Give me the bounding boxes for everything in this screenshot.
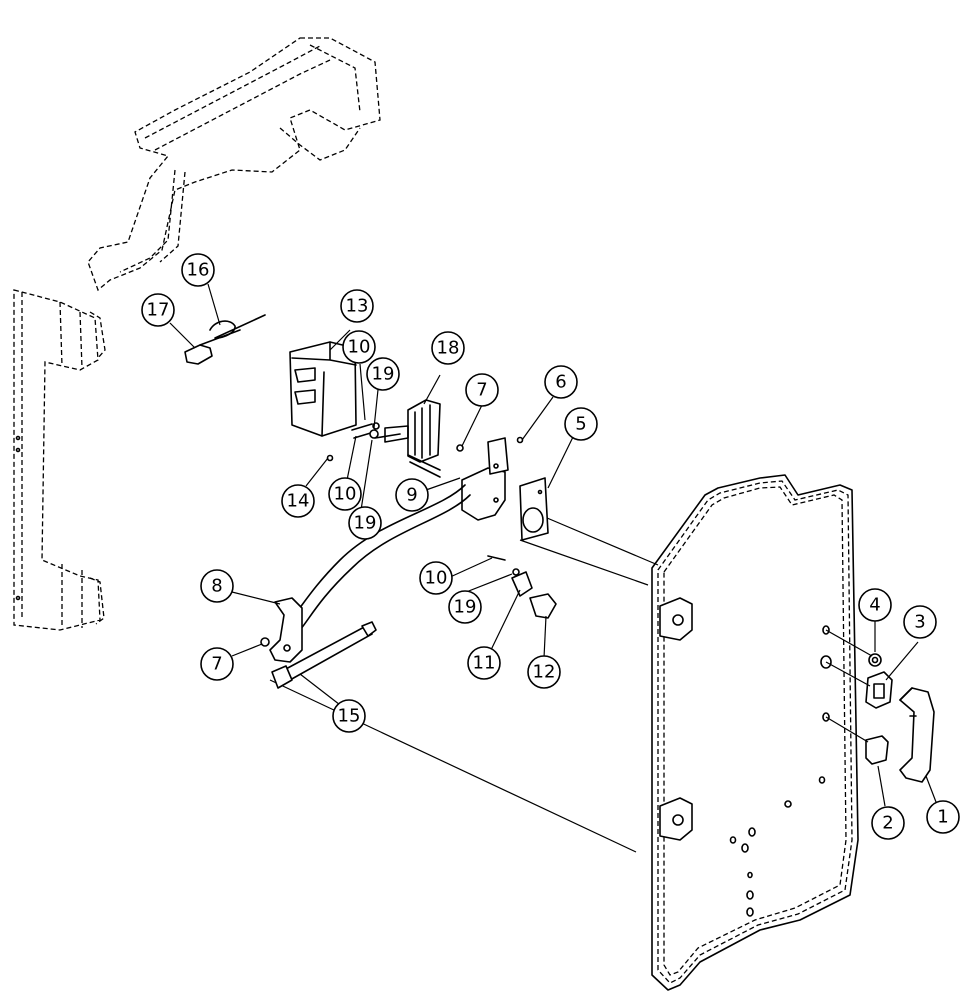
callout-8-label: 8 xyxy=(211,576,222,597)
cab-frame-left xyxy=(13,289,106,631)
callout-7-top-label: 7 xyxy=(476,380,487,401)
callout-9-label: 9 xyxy=(406,485,417,506)
handle-gasket-lower xyxy=(865,735,889,765)
nut-small xyxy=(326,454,334,462)
callout-12-label: 12 xyxy=(533,662,556,683)
callout-15-label: 15 xyxy=(338,706,361,727)
callout-11-label: 11 xyxy=(473,653,496,674)
callout-18: 18 xyxy=(431,331,465,365)
handle-gasket-upper xyxy=(865,671,893,709)
callout-19-mid: 19 xyxy=(348,506,382,540)
callout-17-label: 17 xyxy=(147,300,170,321)
callout-2: 2 xyxy=(871,806,905,840)
washer-lower xyxy=(512,568,520,576)
callout-14-label: 14 xyxy=(287,491,310,512)
callout-5: 5 xyxy=(564,407,598,441)
nut-lever xyxy=(260,637,270,647)
inside-handle-knob xyxy=(529,593,557,619)
latch-mechanism xyxy=(374,399,441,463)
callout-5-label: 5 xyxy=(575,414,586,435)
pin xyxy=(407,454,441,478)
latch-bracket xyxy=(461,437,509,521)
callout-10-low: 10 xyxy=(419,561,453,595)
door-hinge-lower xyxy=(659,797,693,841)
bolt-head xyxy=(456,444,464,452)
callout-19-top: 19 xyxy=(366,357,400,391)
callout-16: 16 xyxy=(181,253,215,287)
callout-2-label: 2 xyxy=(882,813,893,834)
fasteners xyxy=(260,422,524,647)
callout-3: 3 xyxy=(903,605,937,639)
callout-3-label: 3 xyxy=(914,612,925,633)
callout-7-top: 7 xyxy=(465,373,499,407)
callout-8: 8 xyxy=(200,569,234,603)
door-panel xyxy=(651,474,859,991)
callout-1: 1 xyxy=(926,800,960,834)
latch-rod xyxy=(289,484,471,631)
callout-10-top: 10 xyxy=(342,330,376,364)
door-handle xyxy=(899,687,935,783)
callout-11: 11 xyxy=(467,646,501,680)
callout-10-mid: 10 xyxy=(328,477,362,511)
callout-18-label: 18 xyxy=(437,338,460,359)
callout-7-bottom: 7 xyxy=(200,647,234,681)
callout-4: 4 xyxy=(858,588,892,622)
callout-4-label: 4 xyxy=(869,595,880,616)
screw-small xyxy=(516,436,524,444)
callout-12: 12 xyxy=(527,655,561,689)
callout-6: 6 xyxy=(544,365,578,399)
callout-15: 15 xyxy=(332,699,366,733)
callout-6-label: 6 xyxy=(555,372,566,393)
leader-lines xyxy=(169,283,937,807)
latch-lever xyxy=(269,597,303,663)
latch-gasket xyxy=(519,477,549,541)
screw-lower xyxy=(487,555,506,561)
callout-10-top-label: 10 xyxy=(348,337,371,358)
retaining-clip xyxy=(209,314,266,339)
callout-10-mid-label: 10 xyxy=(334,484,357,505)
callout-19-top-label: 19 xyxy=(372,364,395,385)
latch-cover xyxy=(289,341,357,437)
cab-frame-upper xyxy=(87,37,381,292)
callout-13-label: 13 xyxy=(346,296,369,317)
callout-9: 9 xyxy=(395,478,429,512)
link-rod xyxy=(271,621,377,689)
washer-upper xyxy=(369,429,379,439)
callout-14: 14 xyxy=(281,484,315,518)
inside-handle-base xyxy=(511,571,533,597)
callout-16-label: 16 xyxy=(187,260,210,281)
callout-13: 13 xyxy=(340,289,374,323)
callout-19-low: 19 xyxy=(448,590,482,624)
callout-17: 17 xyxy=(141,293,175,327)
clevis-pin xyxy=(184,329,241,365)
callout-10-low-label: 10 xyxy=(425,568,448,589)
callout-19-mid-label: 19 xyxy=(354,513,377,534)
callout-19-low-label: 19 xyxy=(454,597,477,618)
alignment-lines xyxy=(269,514,873,853)
callout-1-label: 1 xyxy=(937,807,948,828)
callout-7-bottom-label: 7 xyxy=(211,654,222,675)
door-hinge-upper xyxy=(659,597,693,641)
lock-nut xyxy=(868,653,882,667)
